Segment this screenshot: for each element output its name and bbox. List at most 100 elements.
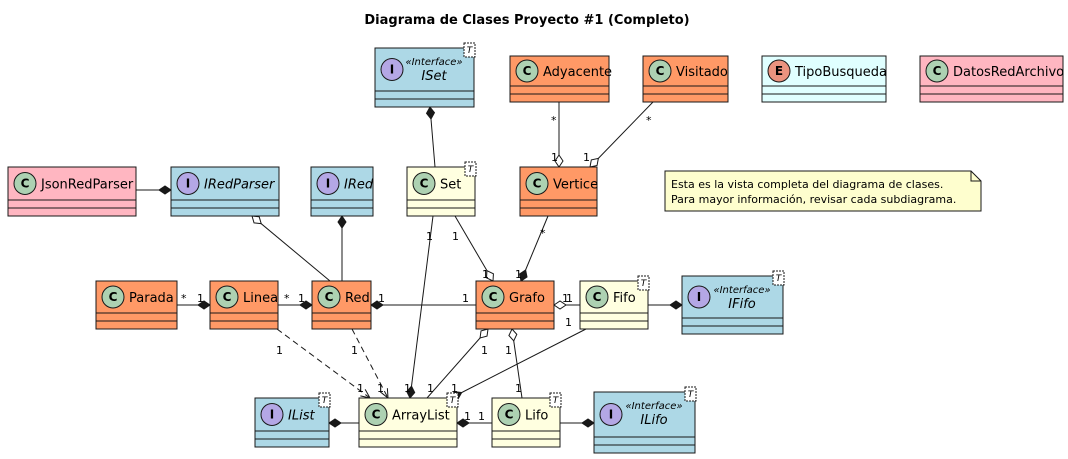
- aggregation-diamond: [553, 300, 567, 310]
- composition-diamond: [328, 418, 342, 428]
- generic-type-box: [549, 392, 562, 408]
- composition-diamond: [519, 269, 528, 282]
- class-datosredarchivo[interactable]: C DatosRedArchivo: [919, 55, 1064, 103]
- relation-iredparser-red[interactable]: [251, 215, 331, 282]
- generic-type-box: [772, 270, 785, 286]
- class-name: DatosRedArchivo: [953, 65, 1064, 80]
- multiplicity-label: *: [540, 227, 546, 240]
- class-name: ISet: [421, 69, 447, 84]
- class-name: Visitado: [676, 65, 728, 80]
- relation-set-grafo[interactable]: 11: [452, 215, 494, 282]
- class-ired[interactable]: I IRed: [310, 166, 374, 217]
- relation-linea-arraylist[interactable]: 11: [276, 328, 371, 399]
- multiplicity-label: 1: [562, 292, 569, 305]
- interface-stereotype: «Interface»: [625, 401, 682, 412]
- badge-letter: C: [533, 177, 542, 191]
- relation-vertice-grafo[interactable]: *1: [515, 215, 549, 282]
- relation-grafo-arraylist[interactable]: 11: [426, 328, 489, 399]
- generic-type-box: [637, 275, 650, 291]
- relation-grafo-lifo[interactable]: 11: [505, 328, 523, 399]
- badge-letter: C: [933, 64, 942, 78]
- multiplicity-label: 1: [515, 382, 522, 395]
- class-tipobusqueda[interactable]: E TipoBusqueda: [761, 55, 887, 103]
- class-name: ArrayList: [392, 409, 450, 424]
- class-name: TipoBusqueda: [794, 65, 887, 80]
- class-name: Fifo: [613, 291, 636, 306]
- class-name: IList: [288, 409, 315, 424]
- relation-line: [409, 215, 434, 399]
- generic-type-label: T: [776, 274, 783, 284]
- generic-type-label: T: [322, 396, 329, 406]
- relation-set-arraylist[interactable]: 11: [404, 215, 434, 399]
- note-fold: [970, 171, 981, 182]
- relation-fifo-ififo[interactable]: [648, 300, 683, 310]
- composition-diamond: [581, 418, 595, 428]
- composition-diamond: [197, 300, 211, 310]
- class-visitado[interactable]: C Visitado: [642, 55, 729, 103]
- badge-letter: C: [523, 64, 532, 78]
- relation-ilist-arraylist[interactable]: [328, 418, 359, 428]
- multiplicity-label: *: [284, 292, 290, 305]
- composition-diamond: [456, 418, 470, 428]
- badge-letter: C: [505, 408, 514, 422]
- relation-parada-linea[interactable]: *1: [177, 292, 211, 310]
- relation-adyacente-vertice[interactable]: *1: [551, 102, 564, 168]
- composition-diamond: [337, 215, 347, 229]
- diagram-note: Esta es la vista completa del diagrama d…: [664, 170, 982, 212]
- badge-letter: C: [21, 177, 30, 191]
- class-name: IRed: [344, 178, 374, 193]
- relation-jsonredparser-iredparser[interactable]: [136, 185, 172, 195]
- multiplicity-label: 1: [551, 151, 558, 164]
- class-badge-icon: [497, 403, 521, 426]
- class-name: Lifo: [525, 409, 548, 424]
- badge-letter: I: [390, 63, 394, 77]
- relation-iset-set[interactable]: [425, 106, 436, 168]
- relation-grafo-fifo[interactable]: 11: [553, 292, 580, 310]
- interface-badge-icon: [176, 172, 200, 195]
- multiplicity-label: 1: [515, 268, 522, 281]
- composition-diamond: [299, 300, 313, 310]
- relation-linea-red[interactable]: *1: [278, 292, 313, 310]
- generic-type-box: [463, 42, 476, 58]
- multiplicity-label: 1: [452, 230, 459, 243]
- generic-type-label: T: [450, 396, 457, 406]
- multiplicity-label: 1: [451, 382, 458, 395]
- composition-diamond: [425, 106, 436, 120]
- relation-lifo-ilifo[interactable]: [560, 418, 595, 428]
- aggregation-diamond: [251, 215, 262, 225]
- aggregation-diamond: [508, 328, 518, 342]
- class-badge-icon: [585, 285, 609, 309]
- relation-visitado-vertice[interactable]: *1: [583, 101, 654, 168]
- multiplicity-label: 1: [565, 316, 572, 329]
- class-badge-icon: [481, 285, 505, 309]
- class-badge-icon: [412, 172, 436, 195]
- badge-letter: C: [656, 64, 665, 78]
- composition-diamond: [669, 300, 683, 310]
- badge-letter: I: [326, 177, 330, 191]
- badge-letter: E: [775, 64, 783, 78]
- badge-letter: C: [223, 290, 232, 304]
- class-name: IRedParser: [204, 178, 276, 193]
- aggregation-diamond: [554, 154, 564, 168]
- relation-ired-red[interactable]: [337, 215, 347, 281]
- multiplicity-label: 1: [377, 382, 384, 395]
